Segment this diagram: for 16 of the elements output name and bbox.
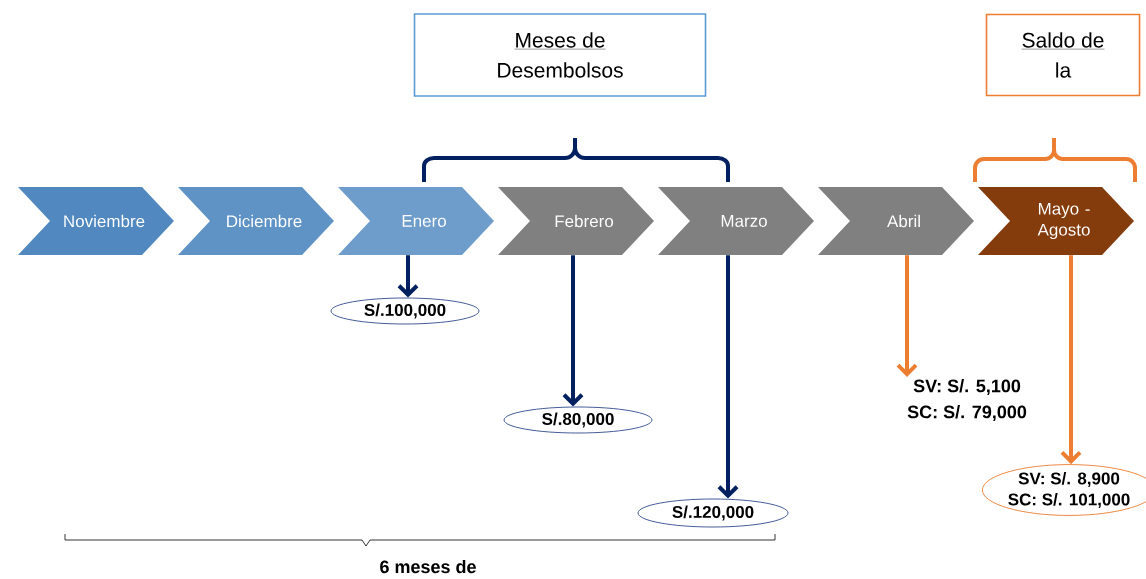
arrow	[1060, 255, 1082, 465]
month-step: Diciembre	[178, 187, 334, 255]
arrow	[717, 255, 739, 499]
month-step: Enero	[338, 187, 494, 255]
title-box: Meses de Desembolsos	[413, 13, 707, 97]
bracket-label: 6 meses de	[380, 559, 476, 574]
month-step: Noviembre	[18, 187, 174, 255]
arrow	[397, 255, 419, 298]
arrow	[562, 255, 584, 407]
month-step: Febrero	[498, 187, 654, 255]
title-box: Saldo de la	[985, 13, 1141, 97]
arrow	[896, 255, 918, 377]
month-step: Mayo - Agosto	[978, 187, 1134, 255]
month-step: Abril	[818, 187, 974, 255]
month-step: Marzo	[658, 187, 814, 255]
amount-text: SV: S/. 5,100 SC: S/. 79,000	[907, 379, 1027, 421]
